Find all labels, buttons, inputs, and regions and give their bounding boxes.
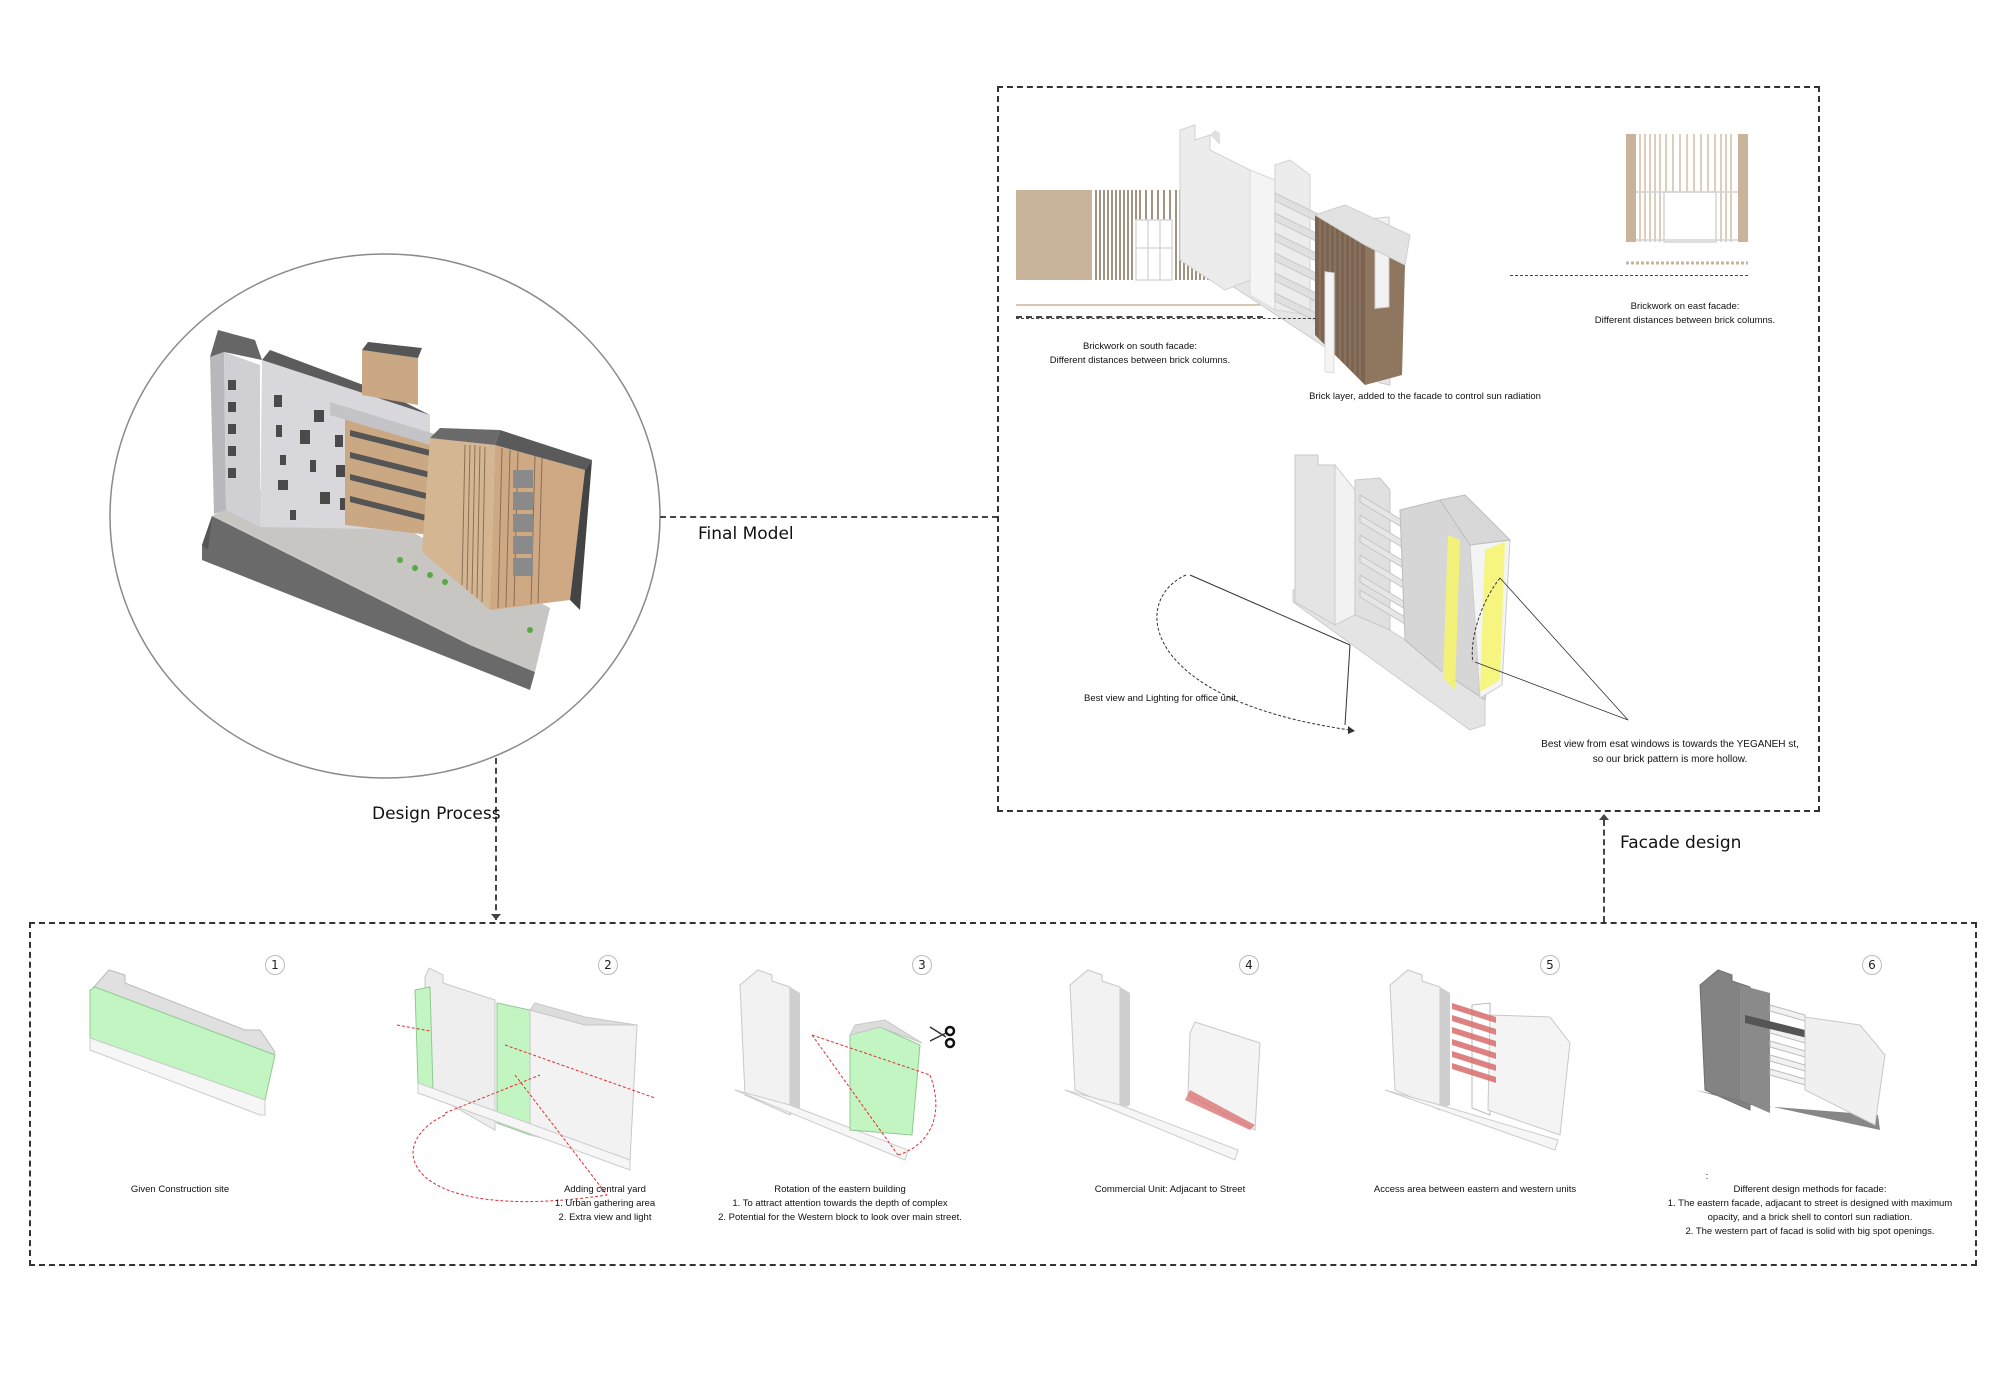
facade-design-label: Facade design [1620, 833, 1742, 853]
step-number-6: 6 [1862, 955, 1882, 975]
step-1-diagram [89, 969, 276, 1116]
step-2-line-1: 1. Urban gathering area [554, 1198, 656, 1209]
connector-facade-design [1603, 820, 1605, 922]
step-number-5: 5 [1540, 955, 1560, 975]
connector-final-model [660, 516, 998, 518]
step-6-diagram [1695, 969, 1886, 1130]
center-axon-caption: Brick layer, added to the facade to cont… [1309, 391, 1541, 402]
step-2-diagram [396, 967, 656, 1203]
brick-layer-axon [1179, 124, 1411, 386]
step-2-title: Adding central yard [564, 1184, 646, 1195]
building-render [202, 330, 592, 690]
east-facade-caption: Brickwork on east facade: Different dist… [1560, 300, 1810, 328]
south-facade-title: Brickwork on south facade: [1082, 341, 1198, 352]
design-process-panel [29, 922, 1977, 1266]
view-axon-right-line1: Best view from esat windows is towards t… [1541, 739, 1799, 750]
step-3-line-1: 1. To attract attention towards the dept… [732, 1198, 948, 1209]
step-4-title: Commercial Unit: Adjacant to Street [1094, 1184, 1246, 1195]
step-3-line-2: 2. Potential for the Western block to lo… [718, 1212, 962, 1223]
step-4-diagram [1064, 969, 1261, 1161]
step-5-diagram [1384, 969, 1571, 1151]
step-6-line-3: 2. The western part of facad is solid wi… [1685, 1226, 1935, 1237]
step-5-title: Access area between eastern and western … [1373, 1184, 1577, 1195]
step-number-2: 2 [598, 955, 618, 975]
step-2-caption: Adding central yard 1. Urban gathering a… [505, 1183, 705, 1225]
step-6-line-2: opacity, and a brick shell to contorl su… [1707, 1212, 1913, 1223]
center-axon-leader-left [1016, 318, 1316, 319]
arrow-down-icon [491, 914, 501, 920]
step-number-3: 3 [912, 955, 932, 975]
step-number-4: 4 [1239, 955, 1259, 975]
step-2-line-2: 2. Extra view and light [558, 1212, 652, 1223]
view-axon-right-caption: Best view from esat windows is towards t… [1520, 737, 1820, 767]
scissors-icon [929, 1025, 956, 1049]
final-model-label: Final Model [698, 524, 794, 544]
step-3-caption: Rotation of the eastern building 1. To a… [700, 1183, 980, 1225]
south-facade-leader [1016, 316, 1263, 318]
step-1-title: Given Construction site [130, 1184, 230, 1195]
view-axon-right-line2: so our brick pattern is more hollow. [1592, 754, 1748, 765]
connector-design-process [495, 758, 497, 920]
design-process-label: Design Process [372, 804, 501, 824]
facade-design-panel [997, 86, 1820, 812]
step-6-caption: Different design methods for facade: 1. … [1660, 1183, 1960, 1239]
east-facade-subtitle: Different distances between brick column… [1594, 315, 1776, 326]
south-facade-caption: Brickwork on south facade: Different dis… [1020, 340, 1260, 368]
step-number-1: 1 [265, 955, 285, 975]
east-facade-elevation [1626, 134, 1748, 265]
center-axon-leader-right [1510, 275, 1748, 276]
step-3-title: Rotation of the eastern building [774, 1184, 906, 1195]
view-axon-left-caption: Best view and Lighting for office unit [1084, 693, 1236, 704]
east-facade-title: Brickwork on east facade: [1630, 301, 1740, 312]
arrow-up-icon [1599, 814, 1609, 820]
view-axon-diagram [1156, 454, 1629, 734]
step-6-title: Different design methods for facade: [1733, 1184, 1887, 1195]
step-3-diagram [734, 969, 956, 1161]
step-6-prefix: : [1705, 1171, 1709, 1182]
step-6-line-1: 1. The eastern facade, adjacant to stree… [1667, 1198, 1953, 1209]
south-facade-subtitle: Different distances between brick column… [1049, 355, 1231, 366]
